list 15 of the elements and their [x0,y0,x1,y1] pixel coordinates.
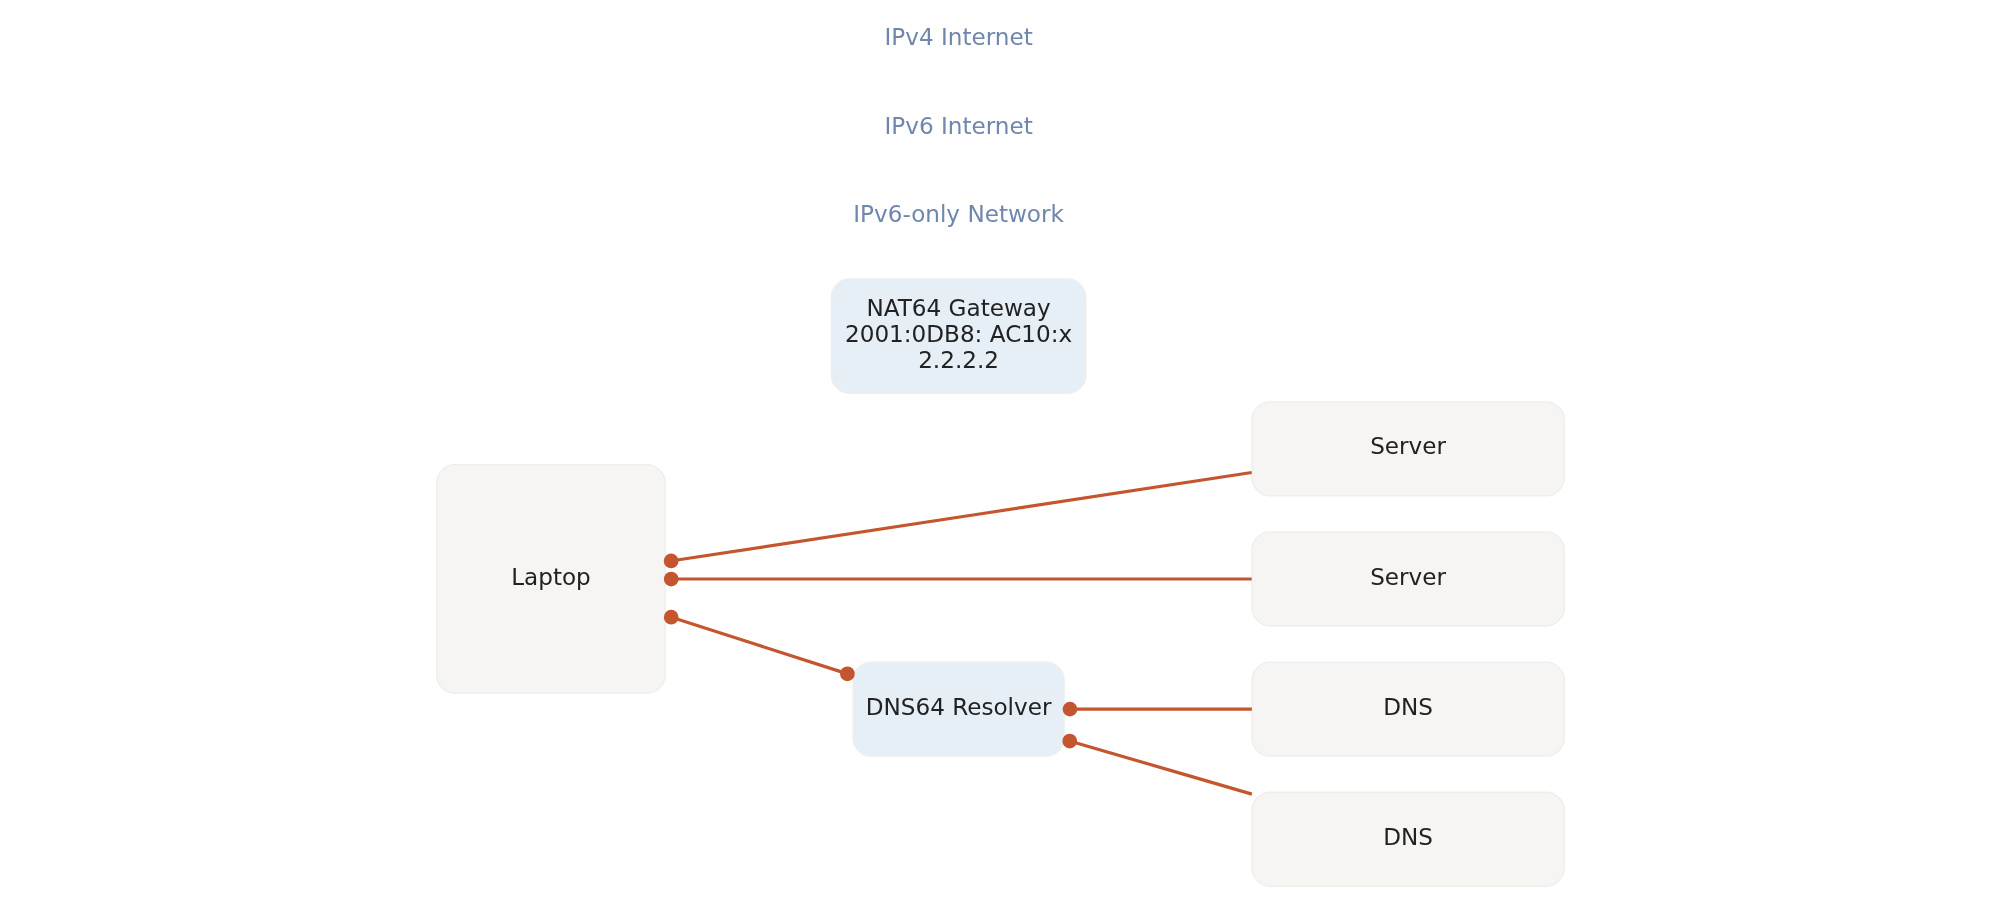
label: IPv6 Internet [883,112,1033,139]
node-box: NAT64 Gateway 2001:0DB8: AC10:x 2.2.2.2 [830,278,1086,394]
connector [663,609,855,682]
label: IPv4 Internet [883,24,1033,51]
node-box: Server [1250,401,1565,497]
label: IPv6-only Network [852,200,1064,227]
connector [663,571,1252,587]
connector [1061,733,1252,796]
node-box: DNS [1250,791,1565,887]
node-box: DNS [1250,661,1565,757]
node-box: DNS64 Resolver [851,661,1065,757]
connector [1062,701,1252,717]
connector [663,470,1252,569]
node-box: Laptop [435,464,666,694]
node-box: Server [1250,531,1565,627]
